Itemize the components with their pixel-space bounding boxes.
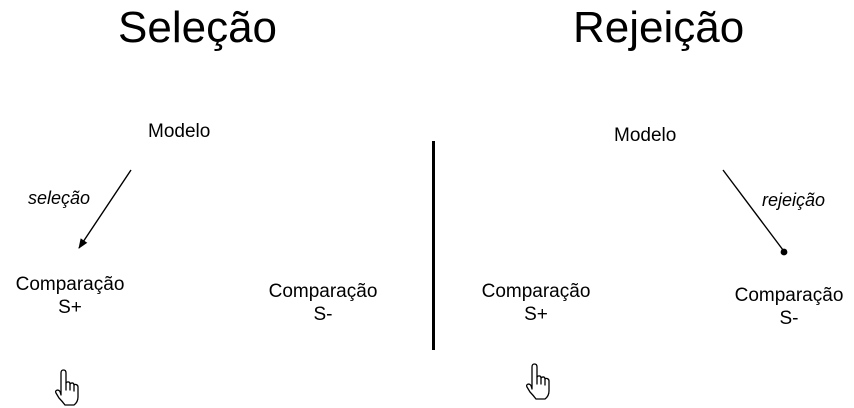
selection-arrow bbox=[78, 169, 132, 249]
rejection-line bbox=[722, 169, 784, 251]
left-comparison-negative: Comparação S- bbox=[261, 281, 385, 327]
rejection-dot-icon bbox=[780, 248, 788, 256]
comparison-sign: S- bbox=[779, 307, 799, 329]
pointing-hand-icon bbox=[54, 369, 79, 406]
right-relation-label: rejeição bbox=[762, 190, 826, 210]
right-comparison-negative: Comparação S- bbox=[727, 285, 851, 331]
left-comparison-positive: Comparação S+ bbox=[8, 274, 132, 320]
left-sample-label: Modelo bbox=[148, 121, 211, 142]
right-panel-title: Rejeição bbox=[573, 3, 745, 52]
pointing-hand-icon bbox=[525, 363, 550, 400]
right-sample-label: Modelo bbox=[614, 125, 677, 146]
comparison-name: Comparação bbox=[734, 285, 844, 306]
left-panel-title: Seleção bbox=[118, 3, 278, 52]
comparison-sign: S+ bbox=[58, 296, 82, 318]
left-relation-label: seleção bbox=[28, 188, 91, 208]
comparison-name: Comparação bbox=[481, 281, 591, 302]
comparison-name: Comparação bbox=[15, 274, 125, 295]
comparison-name: Comparação bbox=[268, 281, 378, 302]
comparison-sign: S+ bbox=[524, 303, 548, 325]
right-comparison-positive: Comparação S+ bbox=[474, 281, 598, 327]
comparison-sign: S- bbox=[313, 303, 333, 325]
